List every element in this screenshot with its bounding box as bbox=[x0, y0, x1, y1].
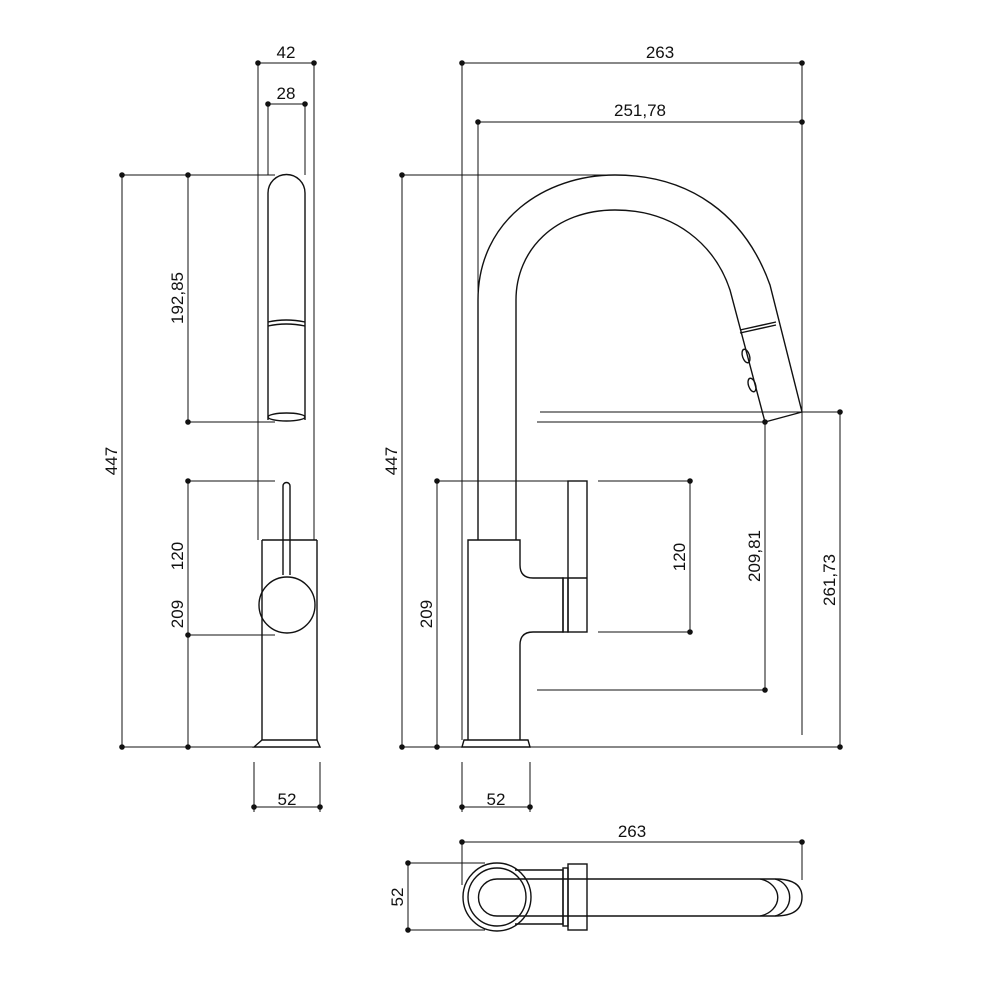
dim-top-length: 263 bbox=[618, 822, 646, 841]
dim-side-clearance-inner: 209,81 bbox=[745, 530, 764, 582]
dim-front-spout-length: 192,85 bbox=[168, 272, 187, 324]
dim-side-lever-height: 120 bbox=[670, 543, 689, 571]
dim-side-total-height: 447 bbox=[382, 447, 401, 475]
top-view: 263 52 bbox=[388, 822, 805, 933]
dim-front-spout-width: 28 bbox=[277, 84, 296, 103]
side-view: 263 251,78 447 209 120 209,81 261,73 52 bbox=[382, 43, 843, 812]
dim-side-clearance-outer: 261,73 bbox=[820, 554, 839, 606]
front-view: 42 28 447 192,85 120 209 52 bbox=[102, 43, 323, 812]
dim-side-base-width: 52 bbox=[487, 790, 506, 809]
dim-top-width: 52 bbox=[388, 888, 407, 907]
side-view-outline bbox=[461, 174, 803, 748]
dim-side-reach: 263 bbox=[646, 43, 674, 62]
dim-front-lever-height: 120 bbox=[168, 542, 187, 570]
dim-front-base-width: 52 bbox=[278, 790, 297, 809]
dim-front-width-top: 42 bbox=[277, 43, 296, 62]
dim-side-spout-reach: 251,78 bbox=[614, 101, 666, 120]
dim-front-body-height: 209 bbox=[168, 600, 187, 628]
top-dimension-lines bbox=[405, 839, 805, 933]
dim-side-body-height: 209 bbox=[417, 600, 436, 628]
front-view-outline bbox=[252, 63, 322, 748]
dim-front-total-height: 447 bbox=[102, 447, 121, 475]
side-dimension-lines bbox=[399, 60, 843, 812]
front-dimension-lines bbox=[119, 60, 323, 812]
top-view-outline bbox=[462, 862, 803, 932]
